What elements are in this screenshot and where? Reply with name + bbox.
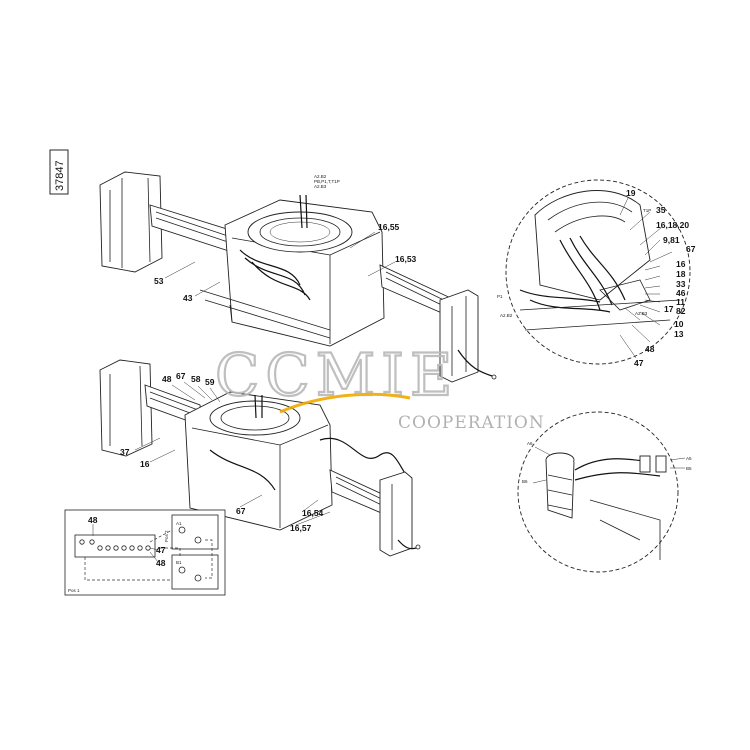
bottom-view-assembly: 48 67 58 59 37 16 67 16,54 16,57 — [99, 359, 421, 557]
tag-t1p: T1P — [643, 208, 651, 213]
callout-67: 67 — [176, 371, 186, 381]
callout-47: 47 — [156, 545, 166, 555]
callout-16: 16 — [140, 459, 150, 469]
callout-53: 53 — [154, 276, 164, 286]
sheet-id: 37847 — [54, 160, 66, 191]
callout-43: 43 — [183, 293, 193, 303]
tag-a2b2: A2.B2 — [314, 174, 327, 179]
top-view-assembly: 53 43 16,55 16,53 A2.B2 PB,P1,T,T1P A2.B… — [99, 171, 497, 383]
callout-17: 17 — [664, 304, 674, 314]
tag-pos2: Pos 2 — [164, 530, 169, 542]
callout-19: 19 — [626, 188, 636, 198]
callout-16-53: 16,53 — [395, 254, 417, 264]
callout-48: 48 — [645, 344, 655, 354]
callout-47: 47 — [634, 358, 644, 368]
watermark: CCMIE COOPERATION — [214, 340, 545, 433]
watermark-sub: COOPERATION — [398, 413, 545, 433]
tag-p1: P1 — [497, 294, 503, 299]
hydraulic-schematic: 48 47 48 A1 B1 Pos 1 Pos 2 — [64, 509, 226, 596]
callout-10: 10 — [674, 319, 684, 329]
tag-b5: B5 — [686, 466, 692, 471]
callout-48: 48 — [162, 374, 172, 384]
callout-37: 37 — [120, 447, 130, 457]
callout-67b: 67 — [236, 506, 246, 516]
tag-pb-p1: PB,P1,T,T1P — [314, 179, 340, 184]
callout-48: 48 — [88, 515, 98, 525]
tag-a2b2: A2.B2 — [500, 313, 513, 318]
callout-58: 58 — [191, 374, 201, 384]
callout-16-54: 16,54 — [302, 508, 324, 518]
callout-46: 46 — [676, 288, 686, 298]
tag-a1: A1 — [176, 521, 182, 526]
watermark-swoosh — [279, 392, 411, 414]
watermark-brand: CCMIE — [215, 341, 458, 409]
tag-b6: B6 — [522, 479, 528, 484]
callout-16: 16 — [676, 259, 686, 269]
tag-b1: B1 — [176, 560, 182, 565]
callout-16-18-20: 16,18,20 — [656, 220, 689, 230]
sheet-id-box: 37847 — [49, 149, 69, 195]
callout-82: 82 — [676, 306, 686, 316]
callout-67: 67 — [686, 244, 696, 254]
callout-11: 11 — [676, 297, 685, 307]
detail-circle-lower: A6 B6 A5 B5 — [517, 411, 692, 573]
callout-9-81: 9,81 — [663, 235, 680, 245]
tag-a6: A6 — [527, 441, 533, 446]
callout-16-55: 16,55 — [378, 222, 400, 232]
tag-a2b3: A2.B3 — [314, 184, 327, 189]
callout-59: 59 — [205, 377, 215, 387]
callout-13: 13 — [674, 329, 684, 339]
detail-circle-upper: 19 35 16,18,20 9,81 67 16 18 33 46 11 82… — [497, 179, 696, 368]
tag-pos1: Pos 1 — [68, 588, 80, 593]
callout-16-57: 16,57 — [290, 523, 312, 533]
callout-33: 33 — [676, 279, 686, 289]
callout-35: 35 — [656, 205, 666, 215]
port-row — [79, 539, 151, 551]
tag-a5: A5 — [686, 456, 692, 461]
callout-18: 18 — [676, 269, 686, 279]
tag-a2b3: A2.B3 — [635, 311, 648, 316]
callout-48b: 48 — [156, 558, 166, 568]
